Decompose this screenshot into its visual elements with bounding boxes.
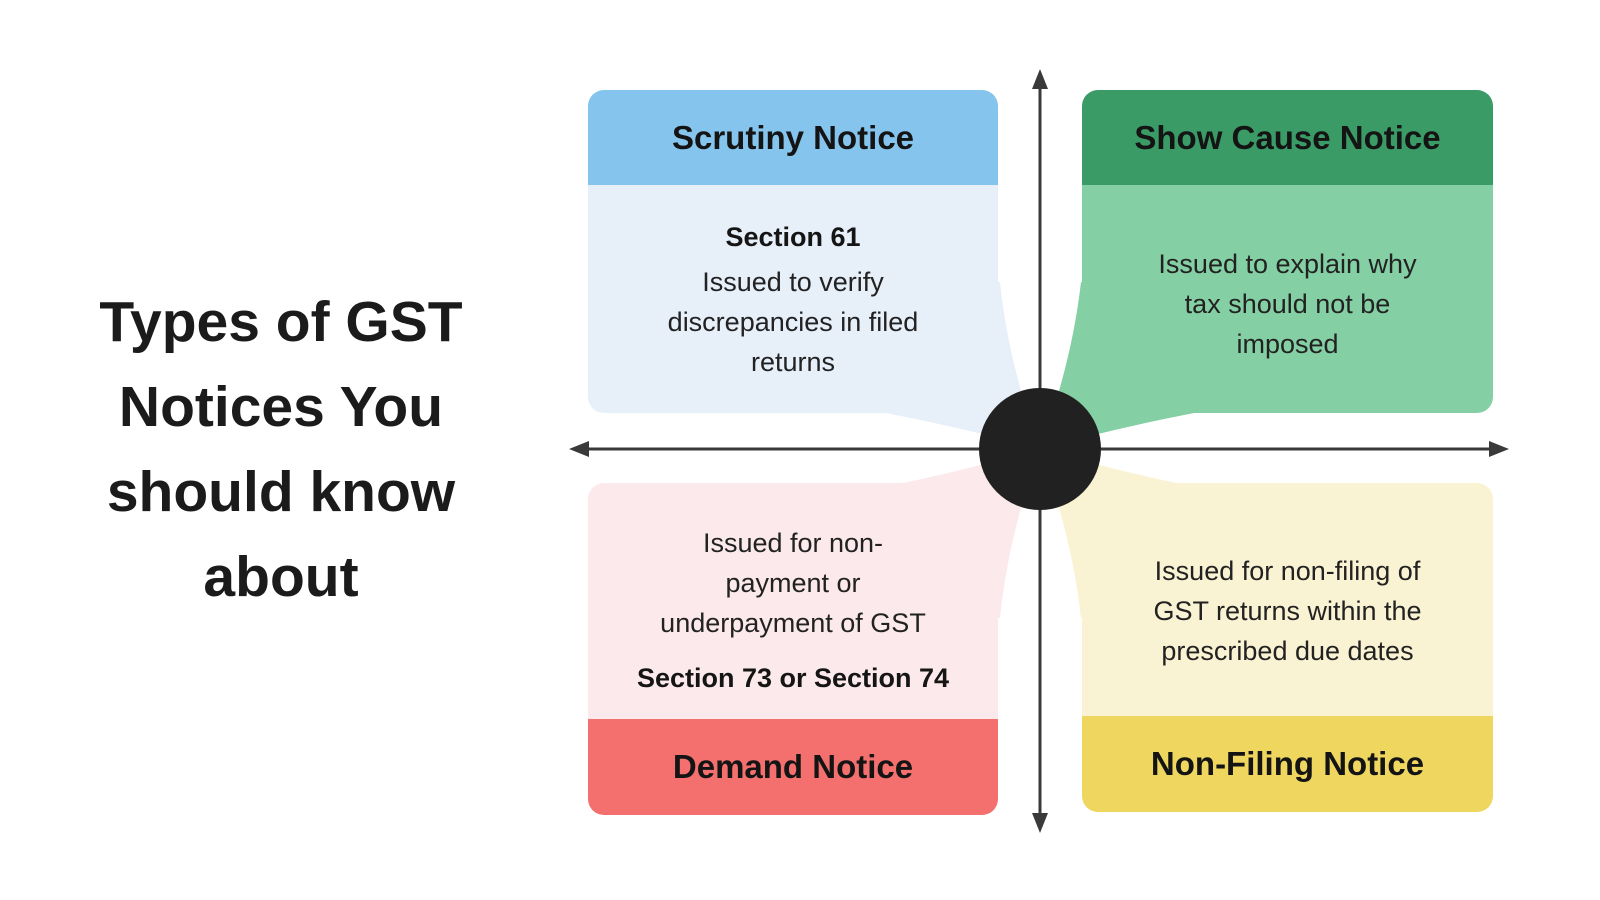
show-cause-card-body: Issued to explain why tax should not be …: [1082, 185, 1493, 413]
demand-card-title: Demand Notice: [672, 748, 914, 785]
non-filing-notice-card: Issued for non-filing of GST returns wit…: [1082, 483, 1493, 812]
demand-section-ref: Section 73 or Section 74: [636, 662, 950, 693]
show-cause-notice-card: Show Cause Notice Issued to explain why …: [1082, 90, 1493, 413]
page-title: Types of GST Notices You should know abo…: [58, 280, 504, 620]
vertical-axis-up-arrow-icon: [1032, 69, 1048, 89]
show-cause-card-title: Show Cause Notice: [1134, 118, 1441, 156]
non-filing-card-footer: Non-Filing Notice: [1082, 716, 1493, 812]
demand-card-body: Issued for non- payment or underpayment …: [588, 483, 998, 719]
show-cause-body-line: imposed: [1236, 328, 1339, 359]
show-cause-body-line: Issued to explain why: [1158, 248, 1417, 279]
show-cause-card-header: Show Cause Notice: [1082, 90, 1493, 185]
scrutiny-body-line: Issued to verify: [702, 266, 884, 297]
page-title-line: Notices You: [118, 375, 444, 439]
center-hub-circle: [979, 388, 1101, 510]
non-filing-body-line: GST returns within the: [1153, 595, 1422, 626]
demand-body-line: Issued for non-: [702, 527, 884, 558]
scrutiny-notice-card: Scrutiny Notice Section 61 Issued to ver…: [588, 90, 998, 413]
non-filing-card-title: Non-Filing Notice: [1150, 745, 1425, 782]
scrutiny-body-line: discrepancies in filed: [667, 306, 919, 337]
scrutiny-section-ref: Section 61: [725, 221, 861, 252]
non-filing-body-line: Issued for non-filing of: [1154, 555, 1421, 586]
scrutiny-card-title: Scrutiny Notice: [671, 118, 915, 156]
horizontal-axis-left-arrow-icon: [569, 441, 589, 457]
vertical-axis-down-arrow-icon: [1032, 813, 1048, 833]
demand-body-line: payment or: [725, 567, 861, 598]
page-title-line: Types of GST: [99, 290, 463, 354]
page-title-line: about: [203, 545, 359, 609]
scrutiny-card-header: Scrutiny Notice: [588, 90, 998, 185]
horizontal-axis-right-arrow-icon: [1489, 441, 1509, 457]
non-filing-body-line: prescribed due dates: [1161, 635, 1414, 666]
demand-body-line: underpayment of GST: [660, 607, 926, 638]
scrutiny-body-line: returns: [750, 346, 836, 377]
scrutiny-card-body: Section 61 Issued to verify discrepancie…: [588, 185, 998, 413]
demand-notice-card: Issued for non- payment or underpayment …: [588, 483, 998, 815]
demand-card-footer: Demand Notice: [588, 719, 998, 815]
page-title-line: should know: [106, 460, 456, 524]
show-cause-body-line: tax should not be: [1184, 288, 1391, 319]
non-filing-card-body: Issued for non-filing of GST returns wit…: [1082, 483, 1493, 716]
